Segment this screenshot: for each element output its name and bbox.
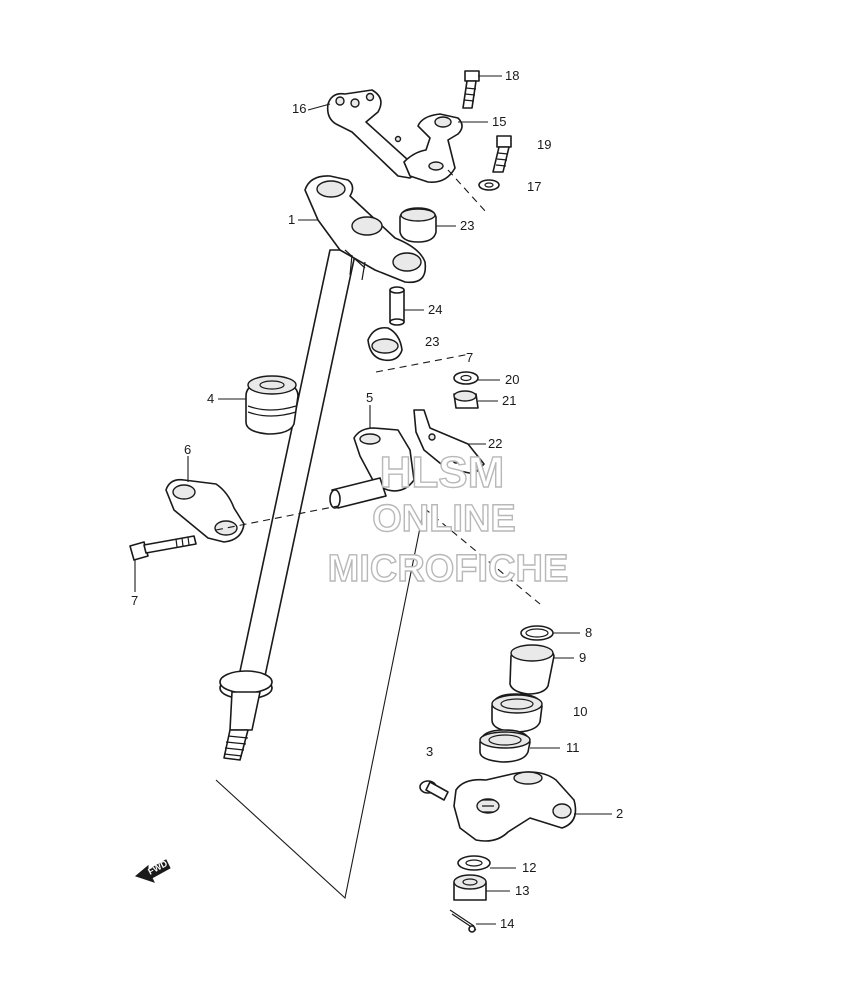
- callout-20: 20: [505, 372, 519, 387]
- bearing-11-part: [479, 729, 531, 763]
- bolt-3-part: [419, 780, 449, 801]
- callout-15: 15: [492, 114, 506, 129]
- cotter-pin-14-part: [449, 909, 477, 933]
- cushion-23-lower-part: [367, 326, 403, 362]
- callout-4: 4: [207, 391, 214, 406]
- callout-23-lower: 23: [425, 334, 439, 349]
- lower-bracket-2-part: [453, 771, 577, 842]
- bolt-19-part: [492, 135, 512, 173]
- lower-bracket-part: [304, 175, 427, 284]
- watermark: HLSM ONLINE MICROFICHE: [327, 447, 569, 590]
- bracket-22-part: [413, 409, 485, 475]
- watermark-line2: ONLINE: [372, 498, 516, 540]
- assembly-lines: [215, 169, 541, 900]
- spacer-part: [329, 477, 387, 509]
- bearing-10-part: [491, 693, 543, 733]
- watermark-line3: MICROFICHE: [328, 548, 569, 590]
- callout-13: 13: [515, 883, 529, 898]
- clamp-6-part: [165, 478, 245, 543]
- clamp-5-part: [353, 427, 415, 492]
- washer-17-part: [478, 179, 500, 191]
- callout-19: 19: [537, 137, 551, 152]
- callout-9: 9: [579, 650, 586, 665]
- callout-12: 12: [522, 860, 536, 875]
- forward-arrow-icon: FWD: [134, 858, 171, 883]
- leader-lines: [134, 75, 612, 925]
- callout-labels: 1 2 3 4 5 6 7 7 8 9 10 11 12 13 14 15 16…: [131, 68, 623, 931]
- bolt-7-part: [129, 535, 197, 561]
- bearing-4-part: [245, 375, 299, 435]
- cushion-23-upper-part: [399, 207, 437, 243]
- seal-9-part: [509, 644, 555, 695]
- watermark-line1: HLSM: [380, 448, 505, 497]
- callout-24: 24: [428, 302, 442, 317]
- callout-8: 8: [585, 625, 592, 640]
- nut-21-part: [453, 390, 479, 409]
- handlebar-holder-part: [326, 89, 418, 179]
- callout-16: 16: [292, 101, 306, 116]
- callout-6: 6: [184, 442, 191, 457]
- washer-20-part: [453, 371, 479, 385]
- callout-7-upper: 7: [466, 350, 473, 365]
- callout-1: 1: [288, 212, 295, 227]
- oring-8-part: [520, 625, 554, 641]
- callout-7-lower: 7: [131, 593, 138, 608]
- callout-3: 3: [426, 744, 433, 759]
- collar-24-part: [389, 286, 405, 326]
- callout-18: 18: [505, 68, 519, 83]
- washer-12-part: [457, 855, 491, 871]
- callout-11: 11: [566, 740, 580, 755]
- callout-23-upper: 23: [460, 218, 474, 233]
- callout-17: 17: [527, 179, 541, 194]
- callout-2: 2: [616, 806, 623, 821]
- nut-13-part: [453, 874, 487, 901]
- callout-21: 21: [502, 393, 516, 408]
- callout-22: 22: [488, 436, 502, 451]
- upper-holder-part: [403, 113, 463, 184]
- callout-14: 14: [500, 916, 514, 931]
- bolt-18-part: [462, 70, 480, 109]
- callout-5: 5: [366, 390, 373, 405]
- callout-10: 10: [573, 704, 587, 719]
